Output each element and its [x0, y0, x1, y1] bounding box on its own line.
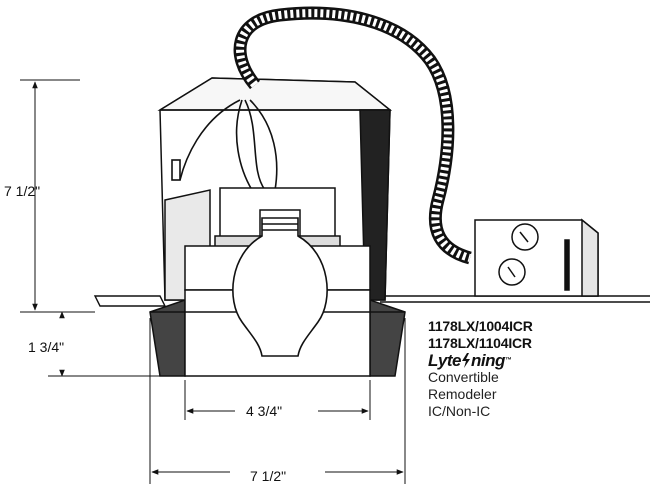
dimension-aperture — [184, 380, 371, 420]
brand-suffix: ning — [470, 351, 505, 370]
flex-conduit-icon — [233, 6, 472, 265]
junction-box-icon — [474, 218, 599, 297]
model-number-1: 1178LX/1004ICR — [428, 318, 533, 334]
brand-logo: Lyte ning™ — [428, 352, 533, 369]
trademark: ™ — [504, 357, 512, 364]
description-line-3: IC/Non-IC — [428, 403, 491, 419]
height-trim-label: 1 3/4" — [28, 339, 64, 355]
description-line-1: Convertible — [428, 369, 499, 385]
dimension-trim-width — [149, 318, 406, 484]
internal-wires — [171, 99, 278, 191]
dimension-height-total — [20, 79, 95, 313]
brand-prefix: Lyte — [428, 351, 461, 370]
aperture-width-label: 4 3/4" — [246, 403, 282, 419]
description-line-2: Remodeler — [428, 386, 497, 402]
lightbulb-icon — [232, 217, 328, 357]
height-total-label: 7 1/2" — [4, 183, 40, 199]
trim-width-label: 7 1/2" — [250, 468, 286, 484]
lightning-bolt-icon — [461, 353, 470, 368]
dimension-height-trim — [48, 311, 160, 377]
model-number-2: 1178LX/1104ICR — [428, 335, 532, 351]
